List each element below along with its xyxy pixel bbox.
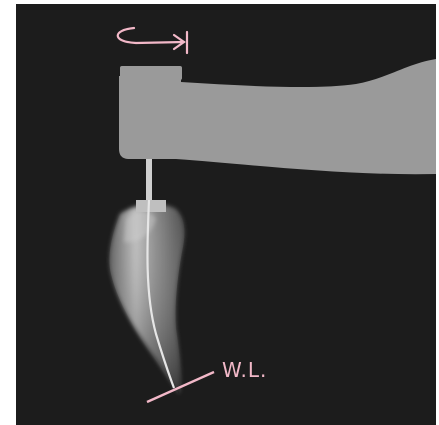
handpiece xyxy=(119,59,436,174)
diagram-panel: W.L. xyxy=(16,4,436,425)
access-cavity xyxy=(136,200,166,212)
file-shank xyxy=(146,158,152,200)
handpiece-head-cap xyxy=(120,66,182,80)
working-length-marker xyxy=(147,372,214,402)
working-length-label: W.L. xyxy=(222,358,267,382)
rotation-icon xyxy=(118,28,187,53)
